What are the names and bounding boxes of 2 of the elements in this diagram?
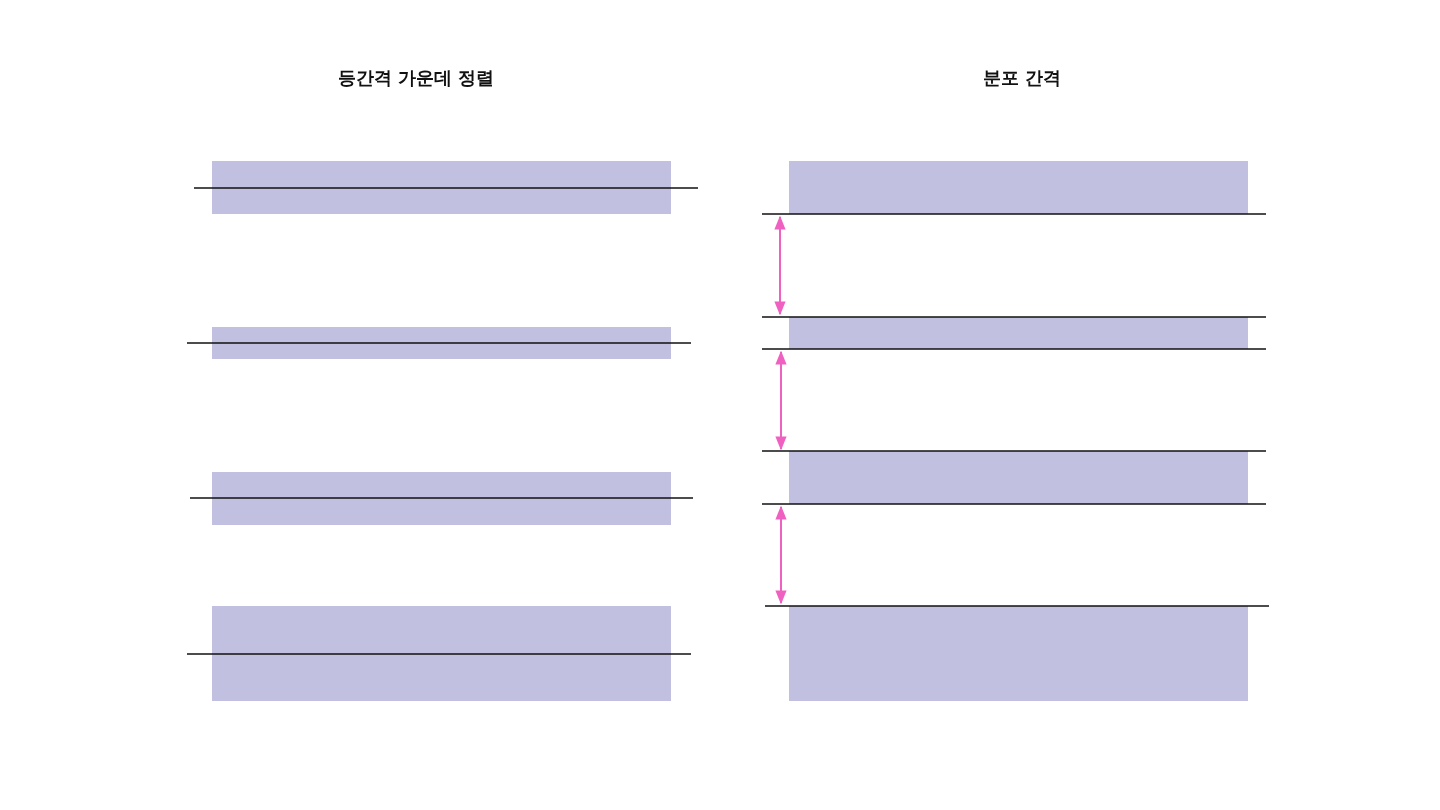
heading: 등간격 가운데 정렬 [337,66,495,90]
heading: 분포 간격 [982,66,1062,90]
